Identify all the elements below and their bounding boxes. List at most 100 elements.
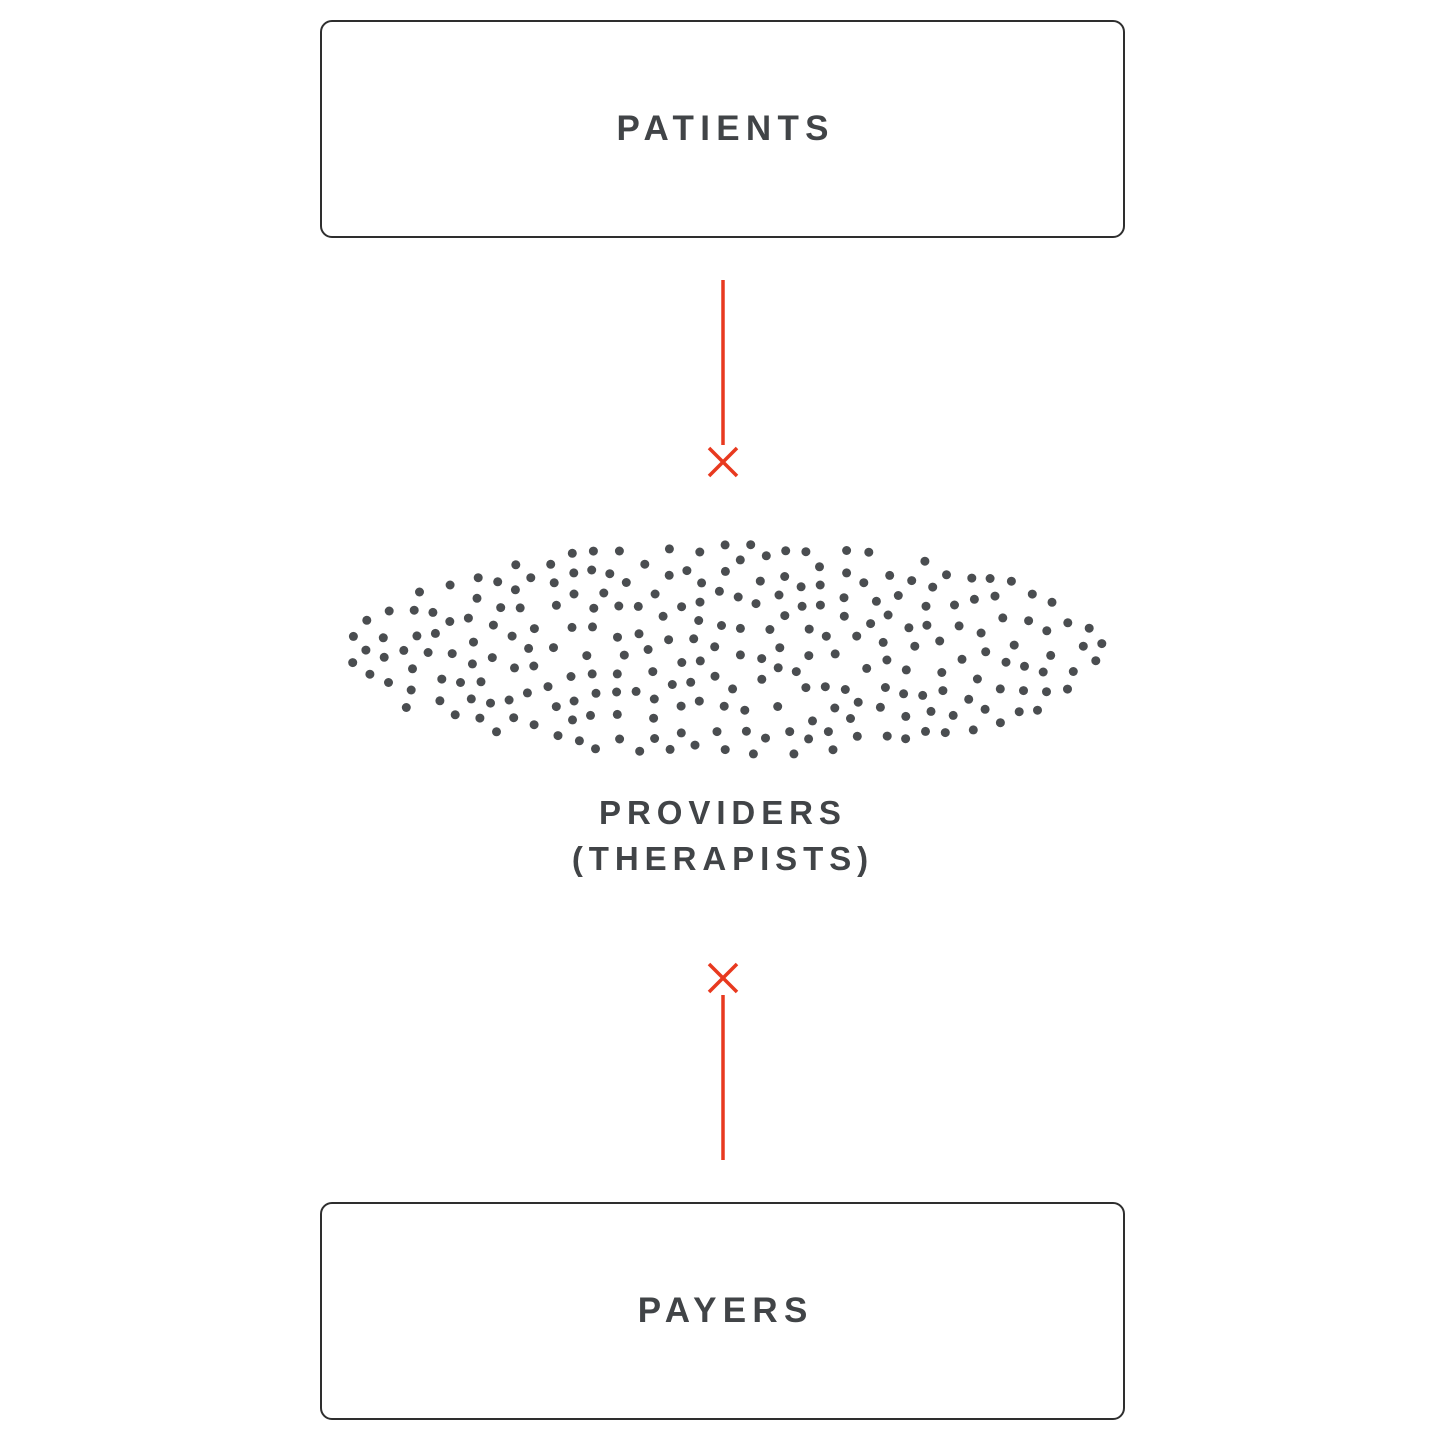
provider-dot	[928, 582, 938, 592]
provider-dot	[447, 649, 457, 659]
provider-dot	[1084, 623, 1094, 633]
provider-dot	[399, 645, 409, 655]
provider-dot	[859, 578, 869, 588]
provider-dot	[362, 615, 372, 625]
provider-dot	[839, 611, 849, 621]
provider-dot	[828, 745, 838, 755]
provider-dot	[710, 642, 720, 652]
provider-dot	[780, 611, 790, 621]
provider-dot	[761, 551, 771, 561]
provider-dot	[456, 678, 465, 687]
provider-dot	[476, 677, 486, 687]
provider-dot	[840, 685, 850, 694]
provider-dot	[741, 726, 751, 736]
provider-dot	[511, 560, 521, 570]
provider-dot	[605, 569, 615, 579]
provider-dot	[910, 641, 920, 651]
provider-dot	[445, 617, 455, 626]
providers-label-line1: PROVIDERS	[599, 794, 847, 831]
provider-dot	[954, 621, 964, 631]
provider-dot	[664, 570, 674, 580]
provider-dot	[408, 664, 417, 674]
provider-dot	[757, 654, 767, 664]
provider-dot	[1001, 657, 1011, 667]
provider-dot	[765, 625, 775, 634]
blocked-arrow-down-icon	[707, 280, 739, 478]
provider-dot	[761, 733, 770, 743]
provider-dot	[942, 570, 951, 580]
provider-dot	[937, 668, 947, 677]
provider-dot	[648, 667, 658, 677]
provider-dot	[430, 628, 440, 638]
provider-dot	[635, 746, 645, 756]
provider-dot	[529, 720, 539, 730]
provider-dot	[717, 621, 726, 630]
provider-dot	[780, 572, 790, 581]
provider-dot	[846, 714, 855, 723]
provider-dot	[529, 624, 539, 634]
provider-dot	[348, 631, 358, 641]
provider-dot	[815, 562, 824, 572]
provider-dot	[619, 650, 629, 660]
provider-dot	[365, 669, 375, 679]
provider-dot	[667, 680, 677, 689]
provider-dot	[885, 570, 895, 580]
provider-dot	[524, 643, 534, 653]
provider-dot	[599, 588, 609, 598]
provider-dot	[710, 671, 720, 681]
provider-dot	[379, 652, 389, 662]
provider-dot	[650, 589, 660, 599]
provider-dot	[852, 631, 862, 641]
provider-dot	[378, 633, 388, 643]
provider-dot	[901, 734, 911, 744]
provider-dot	[568, 715, 577, 725]
provider-dot	[586, 710, 595, 720]
provider-dot	[964, 694, 974, 704]
provider-dot	[875, 702, 885, 712]
provider-dot	[1038, 667, 1048, 677]
provider-dot	[720, 745, 730, 755]
provider-dot	[880, 683, 890, 692]
provider-dot	[509, 713, 519, 723]
provider-dot	[972, 674, 982, 684]
provider-dot	[995, 718, 1005, 728]
provider-dot	[493, 577, 503, 587]
provider-dot	[695, 597, 705, 607]
provider-dot	[1063, 684, 1072, 694]
provider-dot	[463, 613, 473, 623]
patients-label: PATIENTS	[616, 109, 835, 148]
provider-dot	[922, 620, 932, 630]
provider-dot	[658, 611, 668, 621]
provider-dot	[650, 734, 660, 743]
provider-dot	[852, 731, 862, 741]
provider-dot	[918, 690, 928, 700]
provider-dot	[664, 544, 674, 554]
provider-dot	[1024, 616, 1034, 626]
blocked-arrow-up-icon	[707, 962, 739, 1160]
provider-dot	[640, 559, 650, 569]
provider-dot	[612, 669, 622, 679]
provider-dot	[496, 603, 506, 613]
provider-dot	[588, 546, 598, 556]
providers-label: PROVIDERS (THERAPISTS)	[0, 790, 1440, 882]
provider-dot	[746, 540, 756, 550]
provider-dot	[492, 727, 501, 737]
provider-dot	[907, 576, 917, 586]
provider-dot	[789, 749, 799, 759]
provider-dot	[428, 607, 438, 617]
provider-dot	[569, 589, 579, 599]
provider-dot	[883, 610, 893, 620]
provider-dot	[546, 559, 556, 569]
provider-dot	[804, 734, 814, 744]
provider-dot	[631, 686, 641, 696]
provider-dot	[677, 602, 687, 612]
provider-dot	[862, 663, 872, 673]
provider-dot	[566, 672, 576, 681]
providers-label-line2: (THERAPISTS)	[571, 840, 875, 878]
provider-dot	[1019, 686, 1028, 696]
provider-dot	[940, 728, 950, 738]
provider-dot	[634, 629, 644, 639]
provider-dot	[950, 600, 959, 610]
provider-dot	[694, 696, 704, 706]
